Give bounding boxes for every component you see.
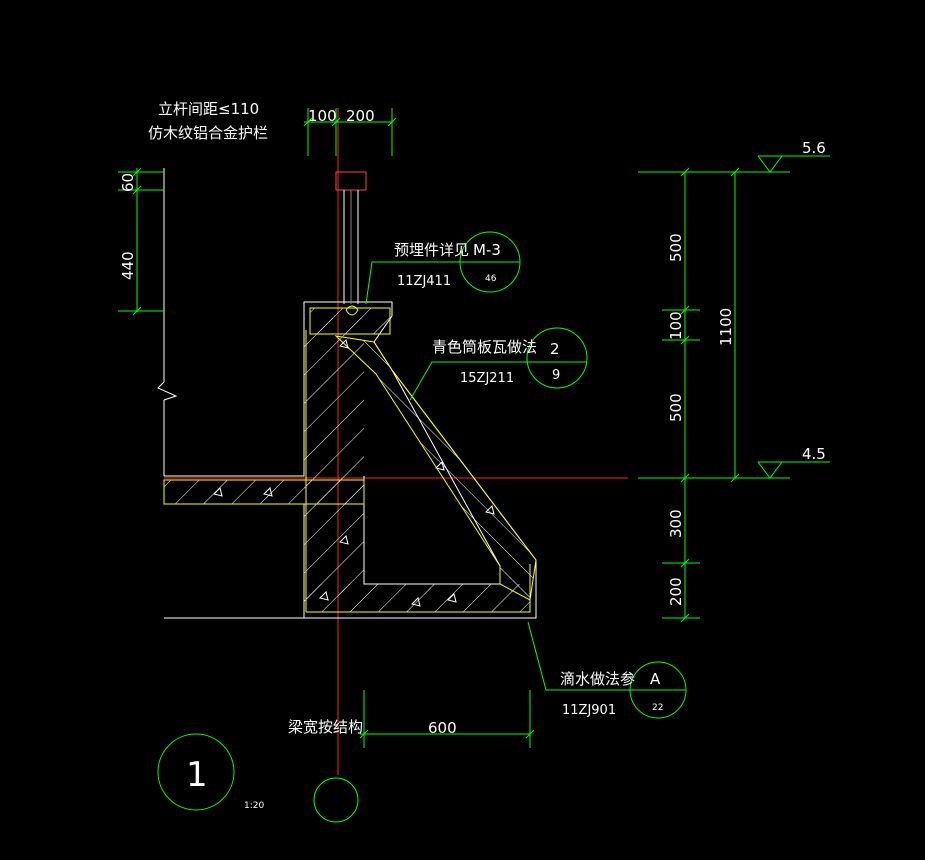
- callout-drip-leader: [527, 621, 687, 719]
- concrete-aggregate-marks: [213, 339, 495, 607]
- right-dim-500-lower: 500: [667, 393, 685, 422]
- callout-drip-atlas: 11ZJ901: [562, 703, 616, 718]
- axis-bubble: [313, 777, 359, 823]
- right-dim-200: 200: [667, 577, 685, 606]
- left-dimension: [118, 167, 164, 316]
- beam-width-note: 梁宽按结构: [288, 718, 363, 736]
- callout-drip-page: 22: [652, 703, 663, 713]
- right-dim-1100: 1100: [717, 308, 735, 346]
- left-dim-60: 60: [119, 173, 137, 192]
- callout-embed-leader: [365, 231, 521, 305]
- callout-embed-code: M-3: [473, 241, 501, 259]
- top-dim-200: 200: [346, 107, 375, 125]
- level-marker-top: [757, 155, 830, 173]
- bottom-dimension: [359, 690, 535, 748]
- bottom-dim-600: 600: [428, 719, 457, 737]
- right-dim-500-upper: 500: [667, 233, 685, 262]
- callout-embed-label: 预埋件详见: [394, 241, 469, 259]
- level-mid-label: 4.5: [802, 445, 826, 463]
- right-dim-100: 100: [667, 311, 685, 340]
- right-dimension: [638, 167, 790, 623]
- right-dim-300: 300: [667, 509, 685, 538]
- callout-tile-page: 9: [552, 368, 560, 383]
- railing-spacing-note: 立杆间距≤110: [158, 100, 259, 118]
- callout-drip-label: 滴水做法参: [560, 670, 635, 688]
- callout-tile-label: 青色筒板瓦做法: [432, 338, 537, 356]
- detail-scale: 1:20: [244, 801, 264, 811]
- railing-post: [335, 171, 367, 316]
- callout-tile-leader: [409, 327, 588, 401]
- centerlines: [164, 108, 628, 775]
- callout-tile-code: 2: [550, 340, 560, 358]
- railing-material-note: 仿木纹铝合金护栏: [148, 124, 268, 142]
- top-dimension: [303, 108, 397, 156]
- left-dim-440: 440: [119, 251, 137, 280]
- callout-tile-atlas: 15ZJ211: [460, 371, 514, 386]
- callout-embed-atlas: 11ZJ411: [397, 274, 451, 289]
- callout-drip-code: A: [650, 670, 661, 688]
- concrete-section: [163, 307, 537, 613]
- top-dim-100: 100: [308, 107, 337, 125]
- level-marker-mid: [757, 461, 830, 479]
- detail-number: 1: [186, 755, 208, 795]
- detail-number-circle: [157, 733, 235, 811]
- level-top-label: 5.6: [802, 139, 826, 157]
- callout-embed-page: 46: [485, 274, 497, 284]
